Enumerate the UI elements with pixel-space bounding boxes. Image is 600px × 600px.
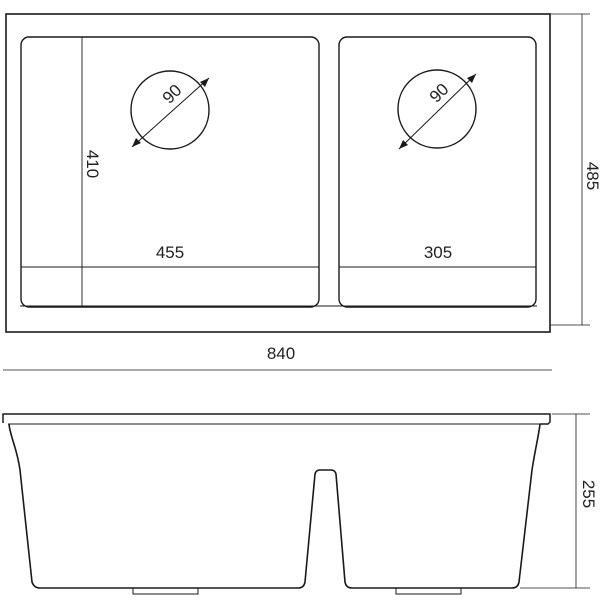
side-height-label: 255 [579,480,598,508]
left-bowl-depth-label: 410 [83,150,102,178]
left-drain-arrow-start [132,138,141,147]
side-left-drain-stub [132,587,199,595]
top-view [3,13,590,371]
side-view [2,413,590,595]
side-right-drain-stub [395,587,462,595]
total-width-label: 840 [267,344,295,363]
right-drain-diameter-label: 90 [426,80,453,107]
side-rim-outline [2,413,551,425]
right-bowl-width-label: 305 [424,243,452,262]
right-drain-arrow-start [399,140,408,149]
sink-outer-outline [5,13,551,333]
left-drain-diameter-label: 90 [159,81,186,108]
total-depth-label: 485 [583,162,600,190]
right-bowl-outline [338,36,537,308]
left-drain-diameter-line [131,77,210,148]
left-bowl-outline [20,36,320,308]
right-drain-hole [397,69,477,149]
right-drain-arrow-end [467,74,476,83]
right-drain-diameter-line [398,73,477,150]
left-bowl-width-label: 455 [156,243,184,262]
left-drain-arrow-end [200,78,209,87]
left-drain-hole [130,70,210,150]
side-bowl-profile [8,423,541,589]
